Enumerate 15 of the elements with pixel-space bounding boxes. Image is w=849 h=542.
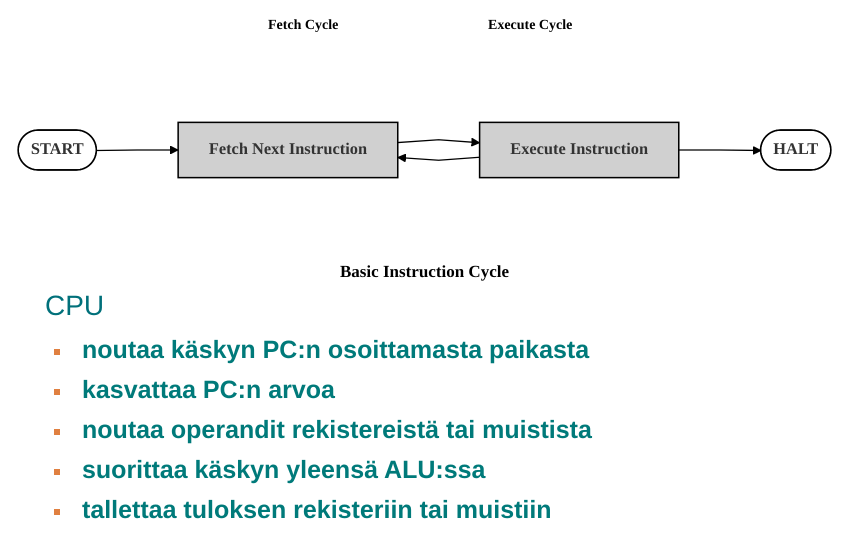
- arrow: [398, 138, 480, 147]
- bullet-item: noutaa operandit rekistereistä tai muistista: [82, 416, 592, 444]
- arrow: [96, 146, 179, 154]
- cycle-label: Execute Cycle: [488, 18, 572, 34]
- arrow: [678, 146, 762, 155]
- bullet-item: suorittaa käskyn yleensä ALU:ssa: [82, 456, 486, 484]
- node-box: Execute Instruction: [478, 122, 680, 178]
- node-box: Fetch Next Instruction: [177, 122, 399, 178]
- caption: Basic Instruction Cycle: [340, 262, 510, 281]
- arrow: [397, 154, 480, 162]
- cycle-label: Fetch Cycle: [268, 18, 338, 34]
- bullet-item: tallettaa tuloksen rekisteriin tai muistiin: [82, 496, 552, 524]
- bullet-item: kasvattaa PC:n arvoa: [82, 376, 335, 404]
- bullet-item: noutaa käskyn PC:n osoittamasta paikasta: [82, 336, 590, 364]
- heading: CPU: [45, 290, 104, 322]
